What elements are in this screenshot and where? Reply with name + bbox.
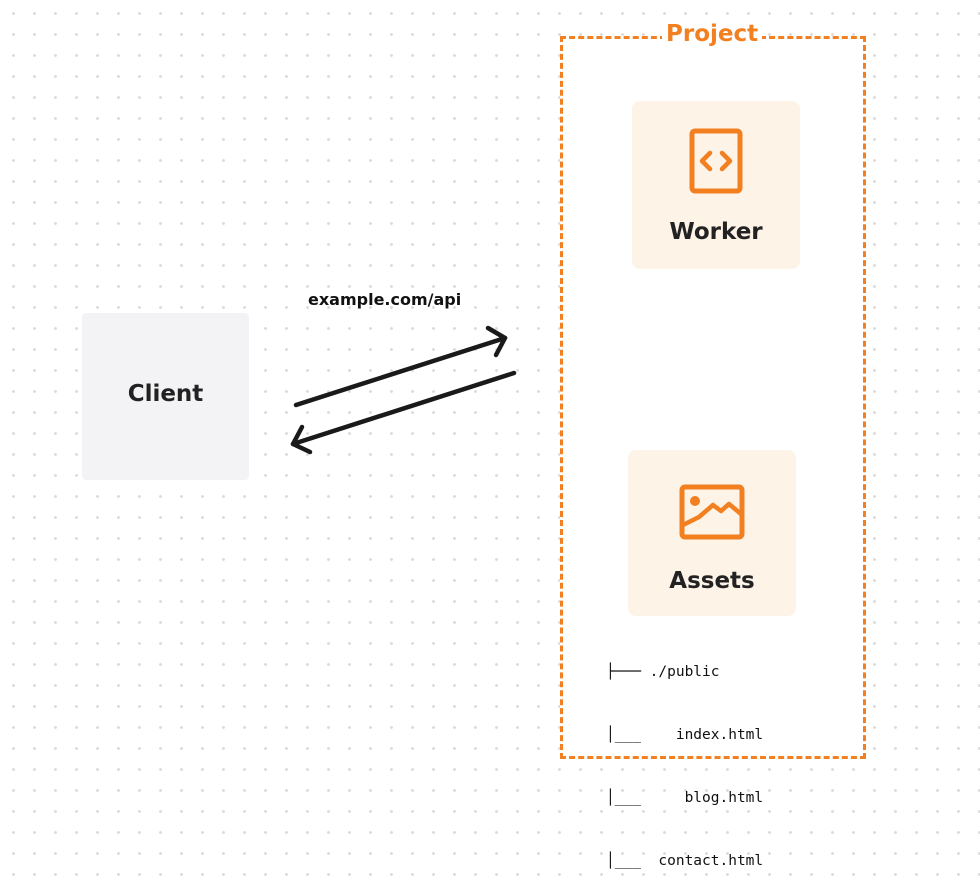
worker-node: Worker xyxy=(632,101,800,269)
image-icon xyxy=(679,484,745,540)
tree-root: ├─── ./public xyxy=(606,664,720,680)
tree-file: │___ index.html xyxy=(606,727,764,743)
worker-label: Worker xyxy=(669,219,763,245)
request-arrow xyxy=(293,325,508,408)
arrows xyxy=(290,325,517,455)
response-arrow xyxy=(290,370,517,455)
tree-file: │___ contact.html xyxy=(606,853,764,869)
tree-file: │___ blog.html xyxy=(606,790,764,806)
client-node: Client xyxy=(82,313,249,480)
connection-label: example.com/api xyxy=(308,290,462,309)
code-file-icon xyxy=(689,128,743,194)
assets-label: Assets xyxy=(669,568,755,594)
assets-node: Assets xyxy=(628,450,796,616)
project-title: Project xyxy=(662,20,763,48)
client-label: Client xyxy=(127,381,204,407)
